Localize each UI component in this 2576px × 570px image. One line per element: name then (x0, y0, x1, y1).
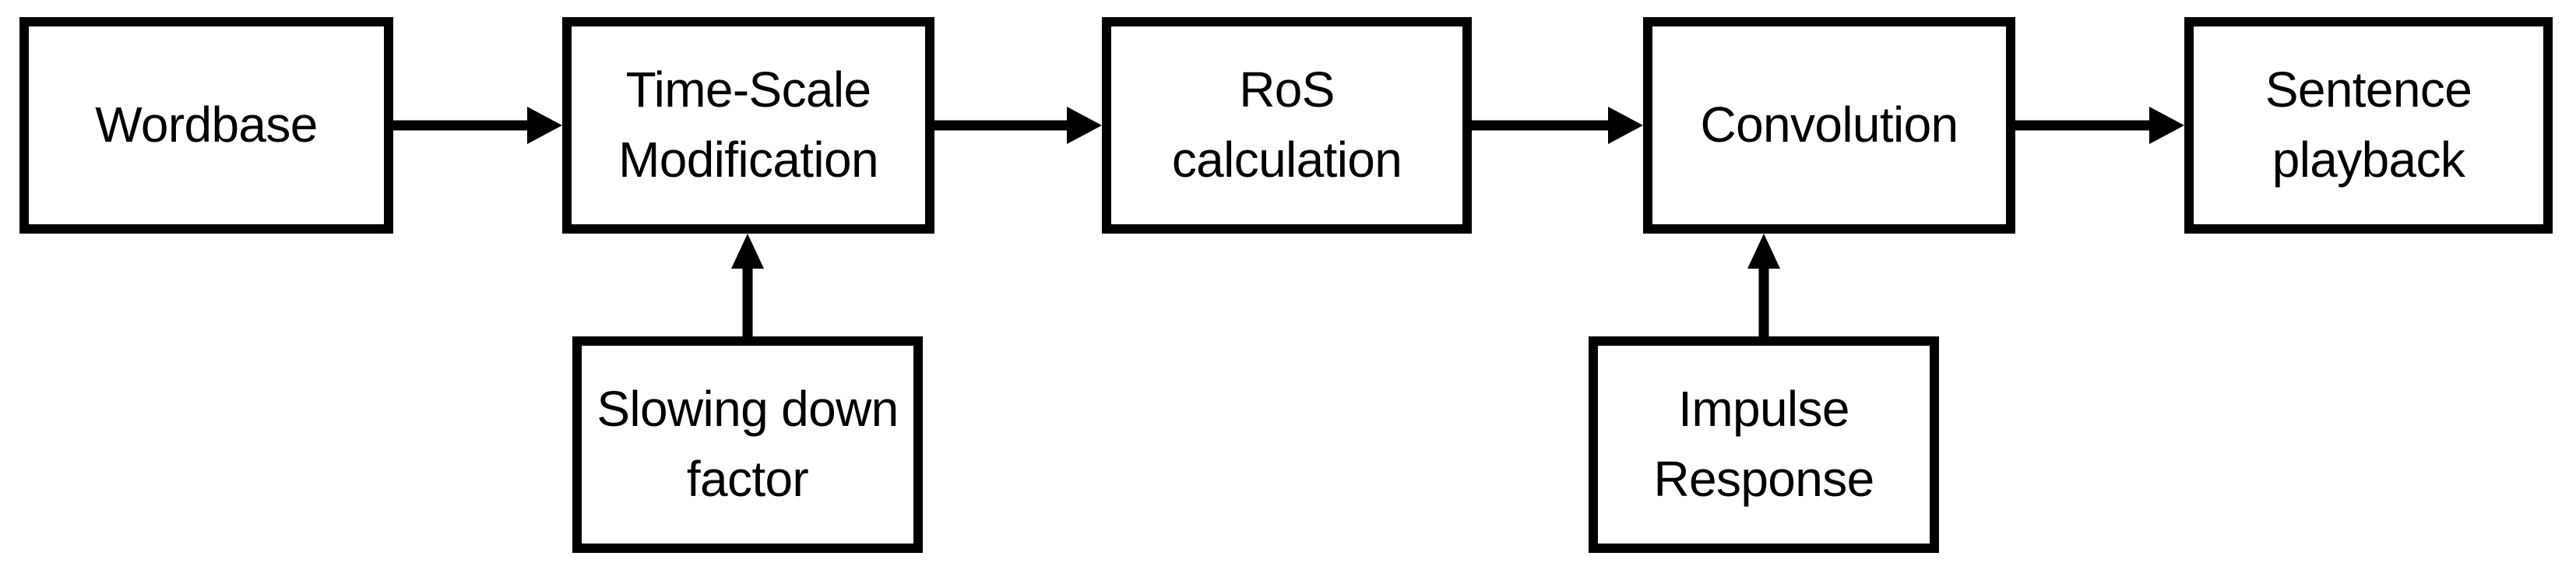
node-slowing-down-factor: Slowing down factor (572, 336, 923, 553)
node-convolution: Convolution (1643, 17, 2015, 234)
arrow-ros-calculation-to-convolution (1472, 107, 1643, 144)
arrow-wordbase-to-time-scale-modification (393, 107, 562, 144)
node-ros-calculation: RoS calculation (1102, 17, 1472, 234)
node-time-scale-modification: Time-Scale Modification (562, 17, 934, 234)
arrow-slowing-down-factor-to-time-scale-modification (731, 234, 764, 336)
node-ros-calculation-label: RoS calculation (1171, 62, 1402, 188)
node-impulse-response-label: Impulse Response (1653, 381, 1874, 507)
node-convolution-label: Convolution (1700, 97, 1959, 153)
node-time-scale-modification-label: Time-Scale Modification (618, 62, 878, 188)
arrow-time-scale-modification-to-ros-calculation (934, 107, 1102, 144)
node-slowing-down-factor-label: Slowing down factor (596, 381, 899, 507)
node-impulse-response: Impulse Response (1589, 336, 1939, 553)
node-sentence-playback-label: Sentence playback (2265, 62, 2472, 188)
node-wordbase: Wordbase (19, 17, 393, 234)
arrow-convolution-to-sentence-playback (2015, 107, 2184, 144)
node-sentence-playback: Sentence playback (2184, 17, 2553, 234)
node-wordbase-label: Wordbase (95, 97, 318, 153)
arrow-impulse-response-to-convolution (1747, 234, 1780, 336)
